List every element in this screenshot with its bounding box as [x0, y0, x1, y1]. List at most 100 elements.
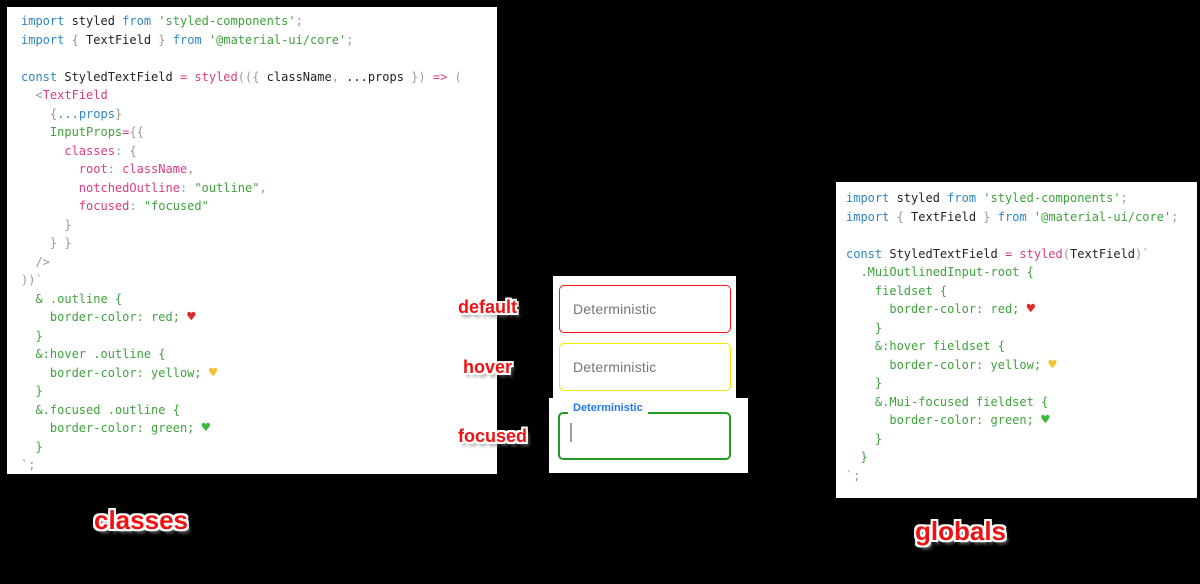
code-token: &:hover fieldset {	[846, 339, 1005, 353]
code-token: .MuiOutlinedInput-root {	[846, 265, 1034, 279]
code-line: {...props}	[21, 105, 497, 124]
code-token: }	[21, 384, 43, 398]
code-token: border-color: yellow;	[846, 357, 1049, 372]
code-token: (	[447, 69, 462, 84]
code-line: ))`	[21, 271, 497, 290]
caption-classes: classes	[94, 505, 188, 535]
code-line	[21, 49, 497, 68]
code-token: root	[78, 162, 108, 176]
code-token: from	[997, 209, 1027, 224]
code-token: :	[179, 180, 195, 195]
code-token: ...props	[57, 106, 115, 121]
code-token: import	[846, 209, 890, 224]
code-token: }	[846, 450, 868, 464]
code-line: &:hover fieldset {	[846, 337, 1197, 356]
code-token: '@material-ui/core'	[1026, 209, 1172, 224]
code-line: border-color: red; ♥	[846, 300, 1197, 319]
code-token: 'styled-components'	[151, 14, 296, 28]
code-token: =	[122, 125, 130, 139]
code-token: }	[976, 209, 998, 224]
code-token: ,	[187, 162, 195, 176]
code-token: focused	[78, 199, 130, 213]
code-token: ...props	[346, 69, 404, 84]
code-token: import	[21, 14, 65, 28]
code-line: }	[21, 438, 497, 457]
code-line: const StyledTextField = styled(({ classN…	[21, 68, 497, 87]
code-token: border-color: red;	[846, 302, 1027, 316]
code-line: focused: "focused"	[21, 197, 497, 216]
yellow-heart-icon: ♥	[208, 364, 218, 381]
code-token: {{	[129, 125, 144, 139]
code-line: }	[21, 382, 497, 401]
code-token: (	[1062, 246, 1070, 261]
code-token	[21, 107, 50, 121]
code-line: &.Mui-focused fieldset {	[846, 393, 1197, 412]
code-token	[21, 144, 64, 158]
code-token: 'styled-components'	[976, 191, 1121, 205]
code-line: border-color: green; ♥	[21, 419, 497, 438]
code-token: } }	[21, 236, 72, 250]
code-token: }	[21, 217, 72, 232]
code-token: className	[122, 162, 188, 176]
code-token: styled	[64, 14, 123, 28]
code-token: &.Mui-focused fieldset {	[846, 394, 1049, 409]
code-line: }	[846, 319, 1197, 338]
code-token: =>	[425, 69, 448, 84]
code-line: }	[21, 216, 497, 235]
globals-code-block: import styled from 'styled-components';i…	[846, 189, 1197, 485]
code-line: InputProps={{	[21, 123, 497, 142]
textfield-focused[interactable]	[558, 412, 731, 460]
code-line: } }	[21, 234, 497, 253]
code-token: }	[846, 431, 883, 446]
code-token: ))`	[21, 273, 43, 287]
code-line: />	[21, 253, 497, 272]
code-token: border-color: green;	[21, 421, 202, 435]
code-token: ;	[1120, 191, 1128, 205]
code-token: `;	[846, 468, 861, 483]
code-line: import styled from 'styled-components';	[21, 12, 497, 31]
code-token: }	[846, 376, 883, 390]
code-token	[21, 162, 79, 176]
textfield-hover-placeholder: Deterministic	[573, 359, 657, 375]
code-line: .MuiOutlinedInput-root {	[846, 263, 1197, 282]
code-token: }	[21, 439, 43, 454]
code-token: ;	[295, 14, 303, 28]
code-token	[21, 88, 35, 102]
state-label-default: default	[458, 297, 518, 317]
classes-code-panel: import styled from 'styled-components';i…	[7, 7, 497, 474]
code-line: notchedOutline: "outline",	[21, 179, 497, 198]
code-line: <TextField	[21, 86, 497, 105]
code-line: }	[846, 430, 1197, 449]
textfield-default[interactable]: Deterministic	[559, 285, 731, 333]
code-line: & .outline {	[21, 290, 497, 309]
code-token: }	[114, 106, 123, 121]
code-token: TextField	[42, 88, 108, 102]
code-token: {	[889, 209, 912, 224]
code-token: =	[179, 69, 195, 84]
code-token: ,	[259, 180, 267, 195]
code-line: border-color: green; ♥	[846, 411, 1197, 430]
code-token: ,	[331, 69, 347, 84]
code-token: )`	[1135, 246, 1150, 261]
code-token: border-color: yellow;	[21, 365, 209, 380]
code-token: border-color: green;	[846, 413, 1042, 427]
code-token: & .outline {	[21, 291, 123, 306]
textfield-focused-floating-label: Deterministic	[568, 401, 648, 415]
code-token: StyledTextField	[57, 69, 180, 84]
code-token: fieldset {	[846, 283, 948, 298]
code-token: StyledTextField	[882, 246, 1005, 261]
code-line	[846, 226, 1197, 245]
textfield-hover[interactable]: Deterministic	[559, 343, 731, 391]
code-token: const	[21, 69, 58, 84]
code-line: }	[846, 448, 1197, 467]
code-token: ;	[1171, 209, 1179, 224]
classes-code-block: import styled from 'styled-components';i…	[21, 12, 497, 475]
code-line: const StyledTextField = styled(TextField…	[846, 245, 1197, 264]
code-token: styled	[1019, 246, 1063, 261]
code-line: border-color: red; ♥	[21, 308, 497, 327]
code-token: : {	[114, 143, 137, 158]
state-label-focused: focused	[458, 426, 528, 446]
code-line: &:hover .outline {	[21, 345, 497, 364]
green-heart-icon: ♥	[201, 420, 211, 436]
code-token	[21, 181, 79, 195]
